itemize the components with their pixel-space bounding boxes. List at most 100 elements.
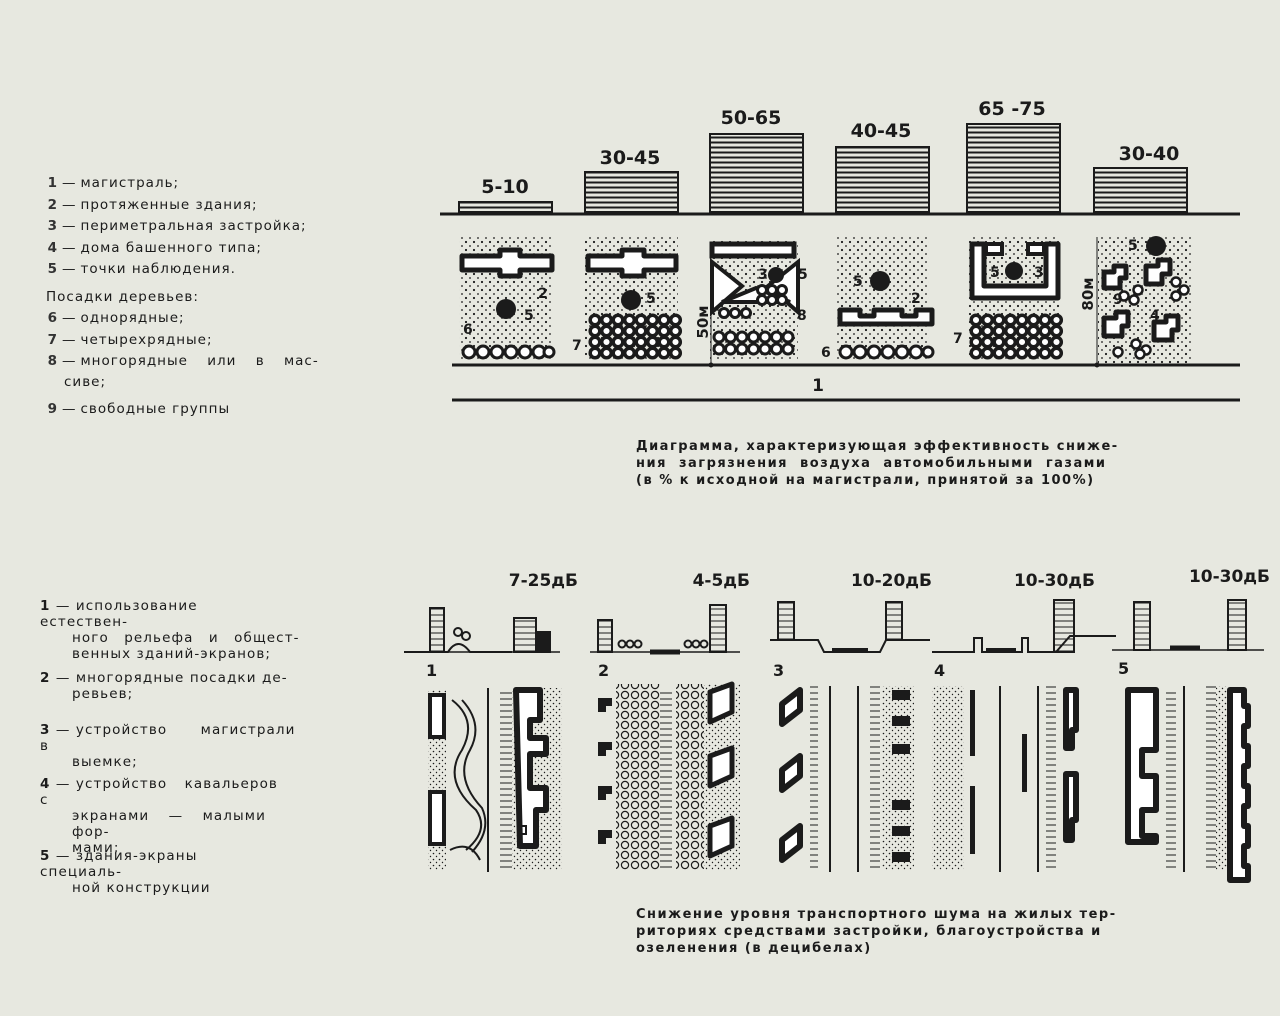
tree-icon: [1049, 313, 1064, 327]
tree-icon: [724, 342, 737, 356]
tree-icon: [776, 284, 788, 296]
tree-icon: [611, 313, 625, 327]
tree-icon: [611, 335, 625, 349]
tree-icon: [657, 313, 671, 327]
long-building-icon: [837, 307, 935, 327]
svg-text:5: 5: [798, 267, 808, 283]
legend2-item-5: 5 — здания-экраны специаль- ной конструк…: [40, 848, 211, 896]
tree-icon: [1026, 313, 1041, 327]
bar-1: [458, 201, 553, 213]
plan-4: [932, 686, 1079, 872]
tree-icon: [622, 346, 637, 360]
tree-icon: [1015, 335, 1029, 349]
tree-icon: [781, 330, 795, 344]
panel-2: 5 7: [572, 237, 683, 360]
tree-icon: [766, 294, 778, 306]
tree-icon: [668, 324, 683, 338]
tree-icon: [770, 342, 783, 356]
observation-point-icon: [1146, 236, 1166, 256]
plan-1: [428, 687, 562, 872]
tree-row-icon: [461, 344, 556, 360]
tree-icon: [611, 324, 625, 338]
svg-text:5: 5: [990, 265, 1000, 281]
tree-icon: [588, 324, 602, 338]
tree-icon: [622, 335, 637, 349]
legend-item-2: 2—протяженные здания;: [47, 196, 258, 213]
legend-item-7: 7—четырехрядные;: [47, 331, 213, 348]
tree-icon: [992, 346, 1006, 360]
tree-icon: [588, 335, 602, 349]
svg-text:5: 5: [646, 291, 656, 307]
tree-icon: [599, 346, 614, 360]
tree-icon: [645, 346, 660, 360]
svg-text:7: 7: [953, 331, 963, 347]
legend2-item-3: 3 — устройство магистрали в выемке;: [40, 722, 296, 770]
svg-text:5: 5: [1118, 659, 1129, 678]
noise-value-3: 10-20дБ: [851, 571, 932, 591]
tree-icon: [1003, 346, 1018, 360]
highway: 1: [452, 362, 1240, 402]
tree-icon: [657, 335, 671, 349]
tower-houses-icon: [1101, 257, 1181, 343]
tree-icon: [766, 284, 778, 296]
noise-value-1: 7-25дБ: [509, 571, 578, 591]
legend2-item-4: 4 — устройство кавальеров с экранами — м…: [40, 776, 278, 856]
tree-icon: [1049, 346, 1064, 360]
tree-icon: [1003, 313, 1018, 327]
tree-icon: [657, 346, 671, 360]
panel-1: 2 5 6: [459, 237, 556, 360]
tree-icon: [992, 324, 1006, 338]
tree-icon: [781, 342, 795, 356]
tree-icon: [980, 335, 995, 349]
bar-2: [584, 171, 679, 213]
tree-icon: [718, 307, 730, 319]
svg-text:3: 3: [773, 661, 784, 680]
tree-icon: [980, 324, 995, 338]
tree-icon: [1026, 324, 1041, 338]
observation-point-icon: [496, 299, 516, 319]
tree-icon: [740, 307, 752, 319]
observation-point-icon: [1005, 262, 1023, 280]
panel-5: 5 3 7: [953, 237, 1064, 360]
svg-text:4: 4: [1150, 308, 1160, 324]
panel-4: 5 2 6: [821, 237, 935, 361]
tree-icon: [969, 313, 983, 327]
legend-trees-heading: Посадки деревьев:: [46, 288, 199, 305]
bar-5: [966, 123, 1061, 213]
tree-icon: [668, 335, 683, 349]
tree-icon: [1015, 313, 1029, 327]
svg-text:5: 5: [853, 274, 863, 290]
long-building-icon: [585, 247, 679, 279]
tree-icon: [756, 284, 768, 296]
legend-item-8: 8—многорядные или в мас-сиве;: [47, 353, 319, 390]
tree-icon: [622, 313, 637, 327]
tree-icon: [645, 313, 660, 327]
bottom-diagram-caption: Снижение уровня транспортного шума на жи…: [636, 907, 1117, 956]
legend-top: 1—магистраль; 2—протяженные здания; 3—пе…: [46, 173, 319, 421]
tree-icon: [634, 324, 648, 338]
bar-3: [709, 133, 804, 213]
tree-icon: [611, 346, 625, 360]
bar-2-value: 30-45: [600, 147, 661, 169]
tree-icon: [622, 324, 637, 338]
long-building-icon: [459, 247, 555, 279]
svg-text:8: 8: [797, 308, 807, 324]
tree-icon: [1049, 324, 1064, 338]
top-diagram-caption: Диаграмма, характеризующая эффективность…: [636, 439, 1119, 488]
noise-values: 7-25дБ 4-5дБ 10-20дБ 10-30дБ 10-30дБ: [509, 567, 1270, 591]
observation-point-icon: [768, 267, 784, 283]
tree-icon: [588, 313, 602, 327]
bar-1-value: 5-10: [481, 176, 529, 198]
svg-text:4: 4: [934, 661, 945, 680]
section-3: [770, 601, 930, 653]
tree-rows-icon: [969, 313, 1064, 360]
bar-4: [835, 146, 930, 213]
highway-label: 1: [812, 376, 824, 396]
tree-icon: [735, 342, 749, 356]
tree-icon: [747, 330, 760, 344]
perimeter-building-icon: [709, 241, 797, 259]
tree-icon: [599, 324, 614, 338]
observation-point-icon: [621, 290, 641, 310]
plan-5: [1125, 686, 1251, 883]
tree-icon: [1038, 324, 1052, 338]
